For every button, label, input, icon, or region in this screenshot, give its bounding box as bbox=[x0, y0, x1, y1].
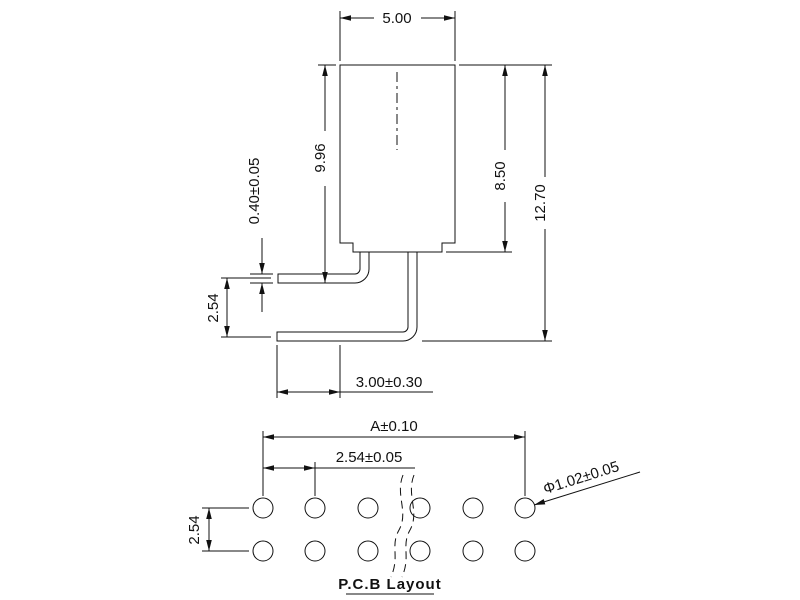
hole bbox=[409, 497, 431, 519]
dim-row-pitch-pcb-label: 2.54 bbox=[186, 515, 203, 544]
dim-hole-span-label: A±0.10 bbox=[370, 418, 417, 435]
dim-body-width-label: 5.00 bbox=[382, 10, 411, 27]
hole bbox=[252, 497, 274, 519]
dim-body-height-label: 8.50 bbox=[492, 161, 509, 190]
dim-body-height: 8.50 bbox=[446, 64, 552, 253]
break-lines bbox=[390, 474, 415, 578]
dim-hole-span: A±0.10 bbox=[262, 418, 526, 496]
hole-diameter-callout: Φ1.02±0.05 bbox=[533, 458, 641, 506]
dim-pin-drop: 9.96 bbox=[312, 64, 336, 283]
hole bbox=[252, 540, 274, 562]
hole bbox=[462, 540, 484, 562]
connector-side-view bbox=[276, 64, 456, 342]
pcb-caption: P.C.B Layout bbox=[338, 576, 441, 593]
connector-body-outline bbox=[339, 64, 456, 253]
dim-body-width: 5.00 bbox=[339, 10, 456, 61]
hole bbox=[357, 497, 379, 519]
dim-row-pitch-pcb: 2.54 bbox=[186, 507, 249, 552]
hole bbox=[304, 497, 326, 519]
pcb-holes bbox=[252, 497, 536, 562]
dim-overall-height: 12.70 bbox=[422, 65, 552, 342]
dim-pin-drop-label: 9.96 bbox=[312, 143, 329, 172]
hole bbox=[409, 540, 431, 562]
front-pin bbox=[277, 251, 370, 284]
hole bbox=[514, 497, 536, 519]
hole bbox=[514, 540, 536, 562]
dim-row-pitch-side: 2.54 bbox=[205, 277, 271, 338]
dim-hole-pitch-label: 2.54±0.05 bbox=[336, 449, 403, 466]
pcb-caption-group: P.C.B Layout bbox=[338, 576, 441, 595]
back-pin bbox=[276, 251, 418, 342]
pcb-layout: A±0.10 2.54±0.05 2.54 bbox=[186, 418, 641, 595]
leader-arrow bbox=[534, 499, 546, 505]
dim-pin-thickness-label: 0.40±0.05 bbox=[246, 158, 263, 225]
leader-line bbox=[533, 471, 641, 506]
dim-hole-pitch: 2.54±0.05 bbox=[263, 449, 415, 496]
hole bbox=[462, 497, 484, 519]
hole bbox=[304, 540, 326, 562]
dim-overall-height-label: 12.70 bbox=[532, 184, 549, 222]
dim-hole-diameter-label: Φ1.02±0.05 bbox=[541, 458, 621, 498]
dim-tail-length: 3.00±0.30 bbox=[276, 345, 433, 398]
hole bbox=[357, 540, 379, 562]
dim-tail-length-label: 3.00±0.30 bbox=[356, 374, 423, 391]
dim-pin-thickness: 0.40±0.05 bbox=[246, 158, 273, 312]
dim-row-pitch-side-label: 2.54 bbox=[205, 293, 222, 322]
